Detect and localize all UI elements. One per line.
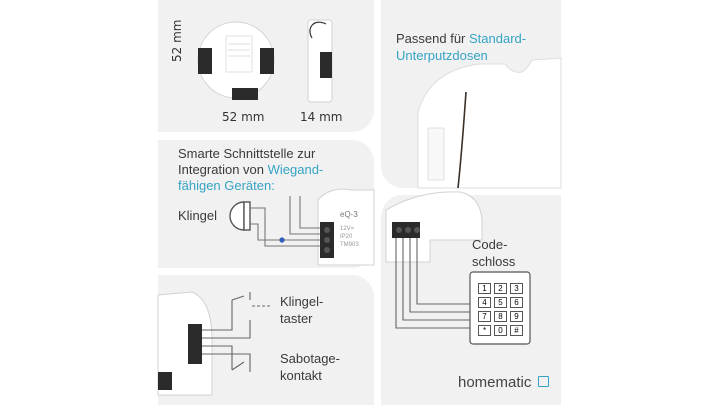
wiegand-caption: Smarte Schnittstelle zur Integration von…	[178, 146, 323, 194]
label-code-lock: Code- schloss	[472, 236, 515, 270]
sabotage-line2: kontakt	[280, 368, 322, 383]
key-5: 5	[494, 297, 507, 308]
module-spec-1: 12V=	[340, 226, 355, 232]
wiegand-line2-prefix: Integration von	[178, 162, 268, 177]
code-line2: schloss	[472, 254, 516, 269]
key-7: 7	[478, 311, 491, 322]
height-dimension: 52 mm	[170, 19, 184, 62]
wiegand-line1: Smarte Schnittstelle zur	[178, 146, 316, 161]
code-line1: Code-	[472, 237, 508, 252]
wiegand-module-drawing	[229, 188, 375, 266]
depth-dimension: 14 mm	[300, 110, 343, 124]
key-4: 4	[478, 297, 491, 308]
label-push-button: Klingel- taster	[280, 293, 323, 327]
key-9: 9	[510, 311, 523, 322]
taster-line2: taster	[280, 311, 313, 326]
key-3: 3	[510, 283, 523, 294]
flush-box-drawing	[417, 57, 562, 189]
label-tamper-contact: Sabotage- kontakt	[280, 350, 340, 384]
module-model: eQ-3	[340, 210, 358, 219]
sabotage-line1: Sabotage-	[280, 351, 340, 366]
brand-logo: homematic	[458, 374, 531, 391]
push-button-module-drawing	[157, 291, 272, 396]
brand-mark-icon	[538, 376, 549, 387]
module-side-view	[307, 19, 333, 103]
mount-caption: Passend für Standard- Unterputzdosen	[396, 30, 526, 64]
mount-highlight-2: Unterputzdosen	[396, 48, 488, 63]
code-lock-module-drawing	[385, 191, 531, 345]
key-star: *	[478, 325, 491, 336]
label-klingel: Klingel	[178, 208, 218, 223]
module-spec-2: IP20	[340, 234, 353, 240]
brand-name-a: home	[458, 374, 496, 391]
taster-line1: Klingel-	[280, 294, 324, 309]
mount-prefix: Passend für	[396, 31, 469, 46]
wiegand-line3-highlight: fähigen Geräten:	[178, 178, 275, 193]
mount-highlight-1: Standard-	[469, 31, 527, 46]
wiegand-line2-highlight: Wiegand-	[267, 162, 324, 177]
keypad-grid: 1 2 3 4 5 6 7 8 9 * 0 #	[478, 283, 523, 336]
key-6: 6	[510, 297, 523, 308]
key-8: 8	[494, 311, 507, 322]
key-0: 0	[494, 325, 507, 336]
module-spec-3: TM903	[340, 242, 359, 248]
brand-name-b: matic	[495, 374, 532, 391]
module-front-view	[197, 21, 275, 100]
width-dimension: 52 mm	[222, 110, 265, 124]
key-2: 2	[494, 283, 507, 294]
key-hash: #	[510, 325, 523, 336]
key-1: 1	[478, 283, 491, 294]
